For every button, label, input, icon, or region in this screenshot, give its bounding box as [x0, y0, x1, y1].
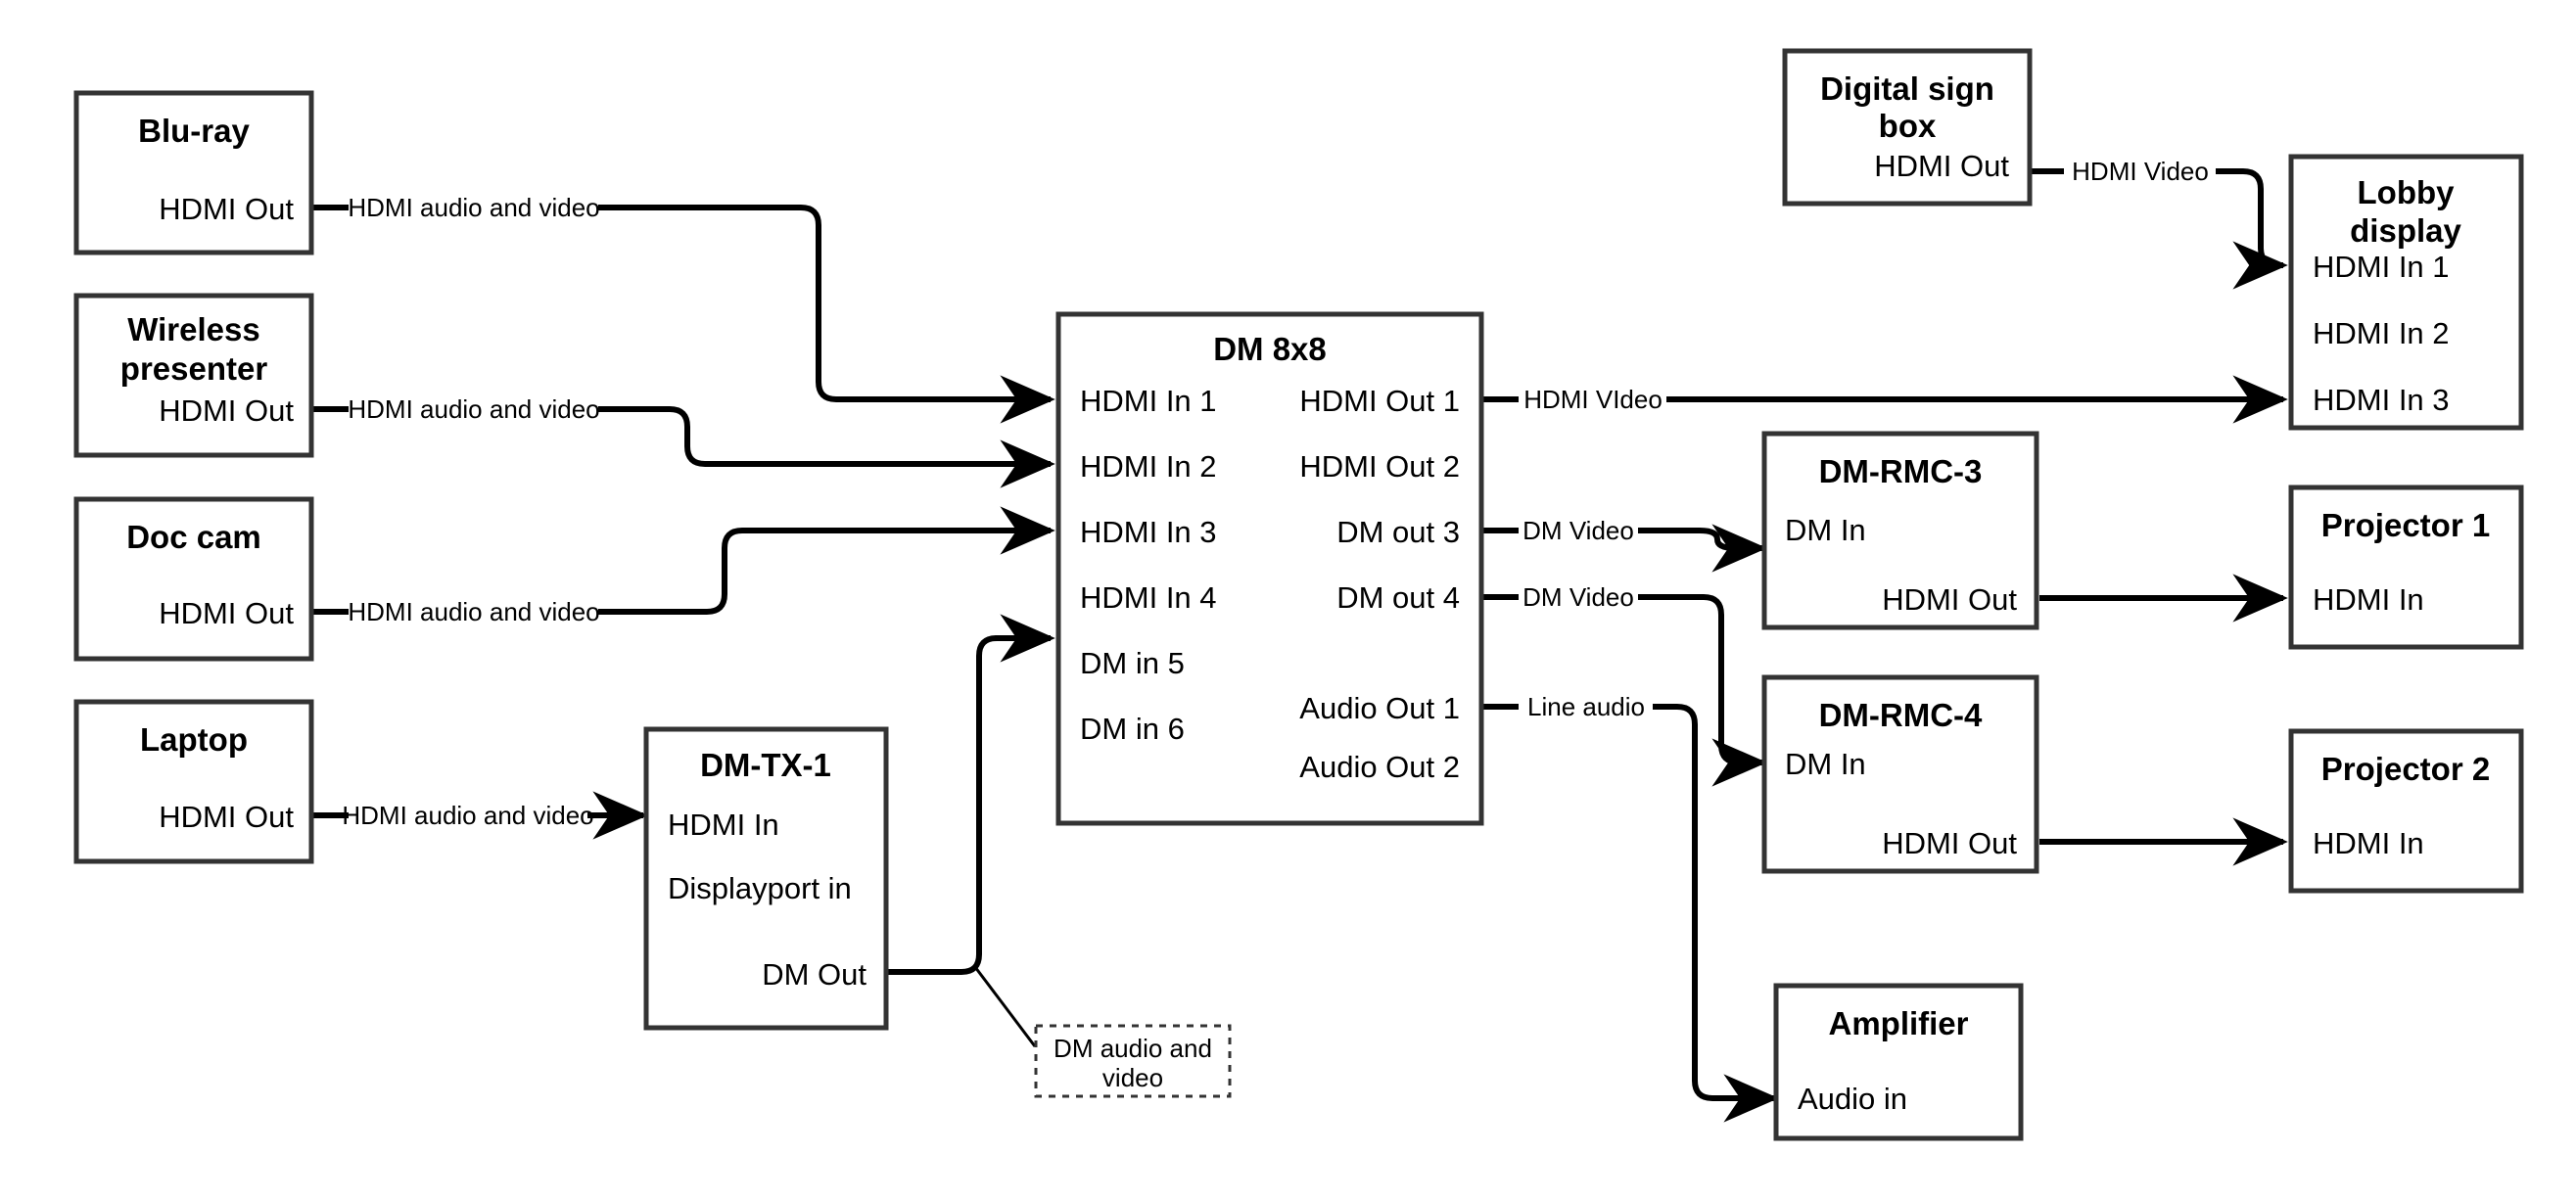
leader-line-dm-note	[973, 966, 1037, 1047]
note-dm-audio-and-video-line2: video	[1102, 1063, 1163, 1092]
node-dm-8x8-port-hdmi-in-1: HDMI In 1	[1080, 384, 1217, 418]
node-dm-8x8-port-hdmi-out-1: HDMI Out 1	[1299, 384, 1460, 418]
link-wireless-to-dm8x8	[311, 409, 1051, 464]
node-digital-sign-box-title-line2: box	[1879, 108, 1937, 144]
edge-label-doccam: HDMI audio and video	[348, 597, 599, 626]
node-dm-tx-1-title: DM-TX-1	[700, 747, 831, 783]
node-dm-8x8-port-dm-in-6: DM in 6	[1080, 712, 1185, 746]
node-dm-8x8[interactable]: DM 8x8 HDMI In 1 HDMI In 2 HDMI In 3 HDM…	[1055, 311, 1484, 826]
node-wireless-presenter-title-line2: presenter	[120, 350, 268, 387]
node-wireless-presenter-box[interactable]	[73, 293, 314, 458]
node-laptop[interactable]: Laptop HDMI Out	[73, 699, 314, 864]
node-laptop-port-hdmi-out: HDMI Out	[159, 800, 294, 834]
node-lobby-display[interactable]: Lobby display HDMI In 1 HDMI In 2 HDMI I…	[2288, 154, 2524, 431]
node-dm-8x8-port-hdmi-out-2: HDMI Out 2	[1299, 449, 1460, 484]
note-dm-audio-and-video-line1: DM audio and	[1054, 1034, 1212, 1063]
edge-label-wireless: HDMI audio and video	[348, 394, 599, 424]
link-dm8x8-audio1-to-amplifier	[1481, 704, 1774, 1098]
node-dm-8x8-port-dm-out-3: DM out 3	[1336, 515, 1460, 549]
node-dm-8x8-port-audio-out-2: Audio Out 2	[1299, 750, 1460, 784]
note-dm-audio-and-video: DM audio and video	[1034, 1024, 1232, 1098]
node-bluray-box[interactable]	[73, 90, 314, 255]
link-dmtx1-to-dm8x8	[886, 614, 1055, 975]
node-digital-sign-box-port-hdmi-out: HDMI Out	[1874, 149, 2009, 183]
edge-label-laptop: HDMI audio and video	[342, 801, 593, 830]
node-lobby-display-port-hdmi-in-2: HDMI In 2	[2313, 316, 2450, 350]
node-dm-tx-1-box[interactable]	[643, 726, 889, 1031]
node-dm-rmc-4-title: DM-RMC-4	[1819, 697, 1983, 733]
node-dm-8x8-box[interactable]	[1055, 311, 1484, 826]
node-digital-sign-box-title-line1: Digital sign	[1820, 70, 1994, 107]
node-digital-sign-box-box[interactable]	[1782, 48, 2033, 207]
node-dm-rmc-3-box[interactable]	[1761, 431, 2039, 630]
node-lobby-display-box[interactable]	[2288, 154, 2524, 431]
link-doccam-to-dm8x8	[311, 531, 1051, 615]
node-dm-8x8-port-hdmi-in-4: HDMI In 4	[1080, 580, 1217, 615]
node-projector-2-port-hdmi-in: HDMI In	[2313, 826, 2424, 860]
edge-label-dm-out3: DM Video	[1522, 516, 1634, 545]
edge-label-dm-out4: DM Video	[1522, 582, 1634, 612]
node-dm-tx-1-port-hdmi-in: HDMI In	[668, 808, 779, 842]
edge-label-hdmi-out1: HDMI VIdeo	[1523, 385, 1663, 414]
node-dm-tx-1-port-dm-out: DM Out	[762, 957, 866, 992]
node-dm-rmc-3-title: DM-RMC-3	[1819, 453, 1983, 489]
node-amplifier-port-audio-in: Audio in	[1798, 1082, 1907, 1116]
node-lobby-display-title-line2: display	[2350, 212, 2461, 249]
edge-label-bluray: HDMI audio and video	[348, 193, 599, 222]
link-sign-to-lobby	[2027, 168, 2283, 265]
edge-label-sign-to-lobby: HDMI Video	[2072, 157, 2209, 186]
node-doc-cam-port-hdmi-out: HDMI Out	[159, 596, 294, 630]
node-dm-8x8-port-audio-out-1: Audio Out 1	[1299, 691, 1460, 725]
node-dm-rmc-4-port-dm-in: DM In	[1785, 747, 1866, 781]
node-projector-1-box[interactable]	[2288, 485, 2524, 650]
node-dm-rmc-3-port-hdmi-out: HDMI Out	[1882, 582, 2017, 617]
node-amplifier-title: Amplifier	[1828, 1005, 1968, 1041]
node-projector-2-box[interactable]	[2288, 728, 2524, 894]
node-wireless-presenter-port-hdmi-out: HDMI Out	[159, 393, 294, 428]
node-dm-rmc-4[interactable]: DM-RMC-4 DM In HDMI Out	[1761, 674, 2039, 874]
node-amplifier[interactable]: Amplifier Audio in	[1773, 983, 2024, 1141]
node-dm-tx-1[interactable]: DM-TX-1 HDMI In Displayport in DM Out	[643, 726, 889, 1031]
node-amplifier-box[interactable]	[1773, 983, 2024, 1141]
node-lobby-display-title-line1: Lobby	[2358, 174, 2456, 210]
node-dm-8x8-port-hdmi-in-2: HDMI In 2	[1080, 449, 1217, 484]
note-dm-audio-and-video-box	[1034, 1024, 1232, 1098]
node-projector-1-port-hdmi-in: HDMI In	[2313, 582, 2424, 617]
node-wireless-presenter[interactable]: Wireless presenter HDMI Out	[73, 293, 314, 458]
node-bluray[interactable]: Blu-ray HDMI Out	[73, 90, 314, 255]
node-dm-rmc-4-port-hdmi-out: HDMI Out	[1882, 826, 2017, 860]
node-doc-cam-title: Doc cam	[126, 519, 261, 555]
node-bluray-title: Blu-ray	[138, 113, 250, 149]
node-dm-rmc-3-port-dm-in: DM In	[1785, 513, 1866, 547]
link-dm8x8-out3-to-rmc3	[1481, 531, 1762, 548]
node-dm-tx-1-port-displayport-in: Displayport in	[668, 871, 852, 905]
node-dm-8x8-title: DM 8x8	[1213, 331, 1327, 367]
node-lobby-display-port-hdmi-in-1: HDMI In 1	[2313, 250, 2450, 284]
node-dm-8x8-port-dm-out-4: DM out 4	[1336, 580, 1460, 615]
node-doc-cam[interactable]: Doc cam HDMI Out	[73, 496, 314, 662]
link-bluray-to-dm8x8	[311, 205, 1051, 399]
node-laptop-box[interactable]	[73, 699, 314, 864]
node-projector-1[interactable]: Projector 1 HDMI In	[2288, 485, 2524, 650]
node-digital-sign-box[interactable]: Digital sign box HDMI Out	[1782, 48, 2033, 207]
node-projector-2-title: Projector 2	[2321, 751, 2490, 787]
node-dm-rmc-3[interactable]: DM-RMC-3 DM In HDMI Out	[1761, 431, 2039, 630]
node-projector-1-title: Projector 1	[2321, 507, 2490, 543]
edge-label-line-audio: Line audio	[1527, 692, 1645, 721]
node-dm-8x8-port-dm-in-5: DM in 5	[1080, 646, 1185, 680]
node-lobby-display-port-hdmi-in-3: HDMI In 3	[2313, 383, 2450, 417]
node-dm-rmc-4-box[interactable]	[1761, 674, 2039, 874]
node-doc-cam-box[interactable]	[73, 496, 314, 662]
node-wireless-presenter-title-line1: Wireless	[127, 311, 259, 347]
node-bluray-port-hdmi-out: HDMI Out	[159, 192, 294, 226]
node-projector-2[interactable]: Projector 2 HDMI In	[2288, 728, 2524, 894]
node-laptop-title: Laptop	[140, 721, 248, 758]
node-dm-8x8-port-hdmi-in-3: HDMI In 3	[1080, 515, 1217, 549]
link-dm8x8-out4-to-rmc4	[1481, 594, 1762, 762]
